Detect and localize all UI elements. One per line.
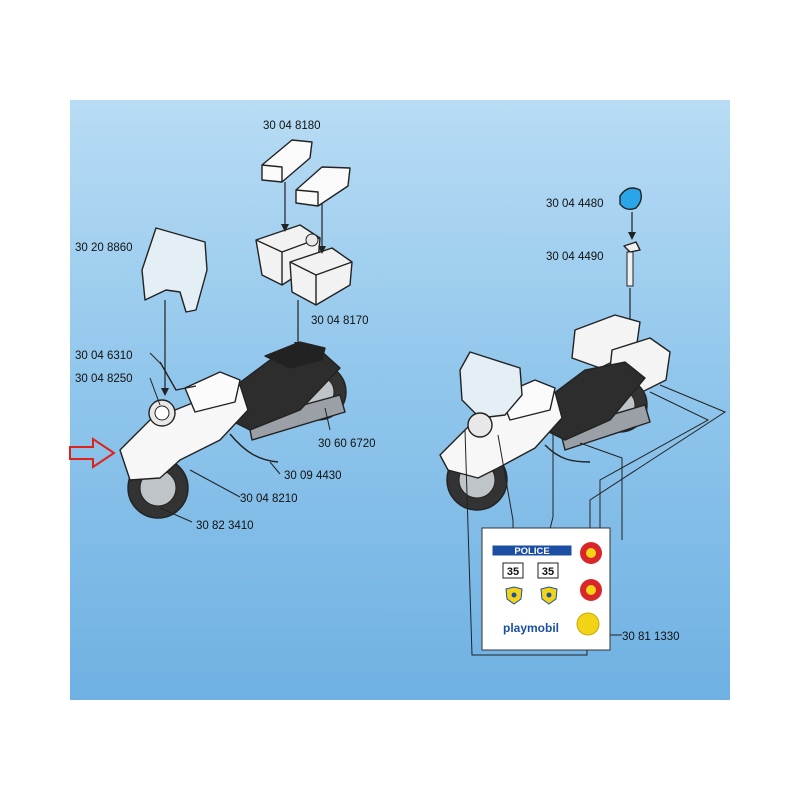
part-number-30208860: 30 20 8860 [75,242,133,254]
part-number-30044490: 30 04 4490 [546,251,604,263]
blue-light-icon [620,188,641,209]
part-number-30811330: 30 81 1330 [622,631,680,643]
part-number-30048210: 30 04 8210 [240,493,298,505]
saddlebags [256,225,352,305]
part-number-30094430: 30 09 4430 [284,470,342,482]
light-pole [624,242,640,286]
saddlebag-lids [262,140,350,206]
part-number-30048180: 30 04 8180 [263,120,321,132]
part-number-30044480: 30 04 4480 [546,198,604,210]
part-number-30046310: 30 04 6310 [75,350,133,362]
part-number-30048250: 30 04 8250 [75,373,133,385]
number-sticker-left: 35 [507,566,519,578]
part-number-30823410: 30 82 3410 [196,520,254,532]
police-sticker-text: POLICE [514,546,549,557]
red-outline-arrow-icon [70,439,114,467]
number-sticker-right: 35 [542,566,554,578]
part-number-30048170: 30 04 8170 [311,315,369,327]
motorcycle-left [120,342,346,518]
yellow-round-sticker [577,613,599,635]
part-number-30606720: 30 60 6720 [318,438,376,450]
playmobil-logo-text: playmobil [503,621,559,635]
sticker-sheet: POLICE 35 35 playmobil [482,528,610,650]
windshield [142,228,207,312]
motorcycle-right [440,315,670,510]
